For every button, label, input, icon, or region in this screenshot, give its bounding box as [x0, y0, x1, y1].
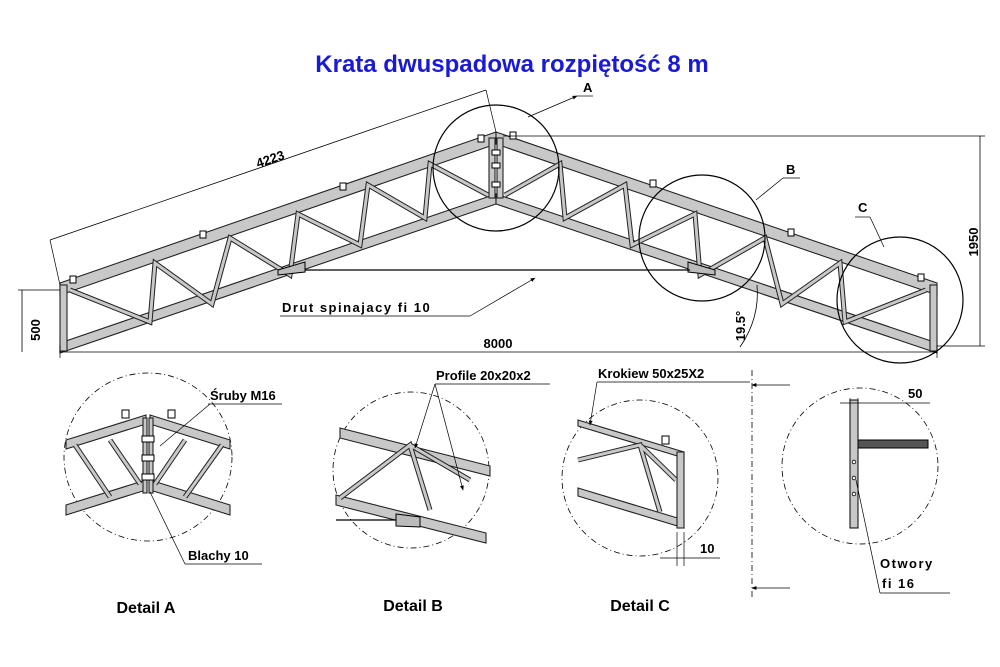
- dim-ridge-height: 1950: [966, 228, 981, 257]
- callout-profiles: Profile 20x20x2: [436, 368, 531, 383]
- detail-b: Profile 20x20x2 Detail B: [332, 368, 550, 615]
- label-b: B: [786, 162, 795, 177]
- label-a: A: [583, 80, 593, 95]
- detail-c-caption: Detail C: [610, 598, 670, 615]
- label-c: C: [858, 200, 868, 215]
- dim-span: 8000: [484, 336, 513, 351]
- detail-circle-c: [836, 236, 964, 364]
- callout-holes-1: Otwory: [880, 556, 934, 571]
- detail-a-caption: Detail A: [117, 600, 176, 617]
- callout-section-dim: 50: [908, 386, 922, 401]
- dim-top-chord: 4223: [254, 147, 286, 171]
- callout-holes-2: fi 16: [882, 576, 916, 591]
- callout-plates: Blachy 10: [188, 548, 249, 563]
- detail-b-caption: Detail B: [383, 598, 443, 615]
- main-truss: [59, 131, 938, 354]
- callout-rafter: Krokiew 50x25X2: [598, 366, 704, 381]
- detail-c: Krokiew 50x25X2 10 Detail C: [561, 366, 750, 615]
- callout-bolts: Śruby M16: [210, 388, 276, 403]
- callout-detail-c-dim: 10: [700, 541, 714, 556]
- drawing-title: Krata dwuspadowa rozpiętość 8 m: [315, 51, 708, 78]
- detail-circle-b: [638, 174, 766, 302]
- detail-circle-a: [432, 104, 560, 232]
- section-view: 50 Otwory fi 16: [751, 370, 950, 598]
- dim-end-height: 500: [28, 319, 43, 341]
- detail-a: Śruby M16 Blachy 10 Detail A: [63, 372, 282, 617]
- tie-label: Drut spinajacy fi 10: [282, 300, 431, 315]
- dim-angle: 19.5°: [733, 311, 748, 342]
